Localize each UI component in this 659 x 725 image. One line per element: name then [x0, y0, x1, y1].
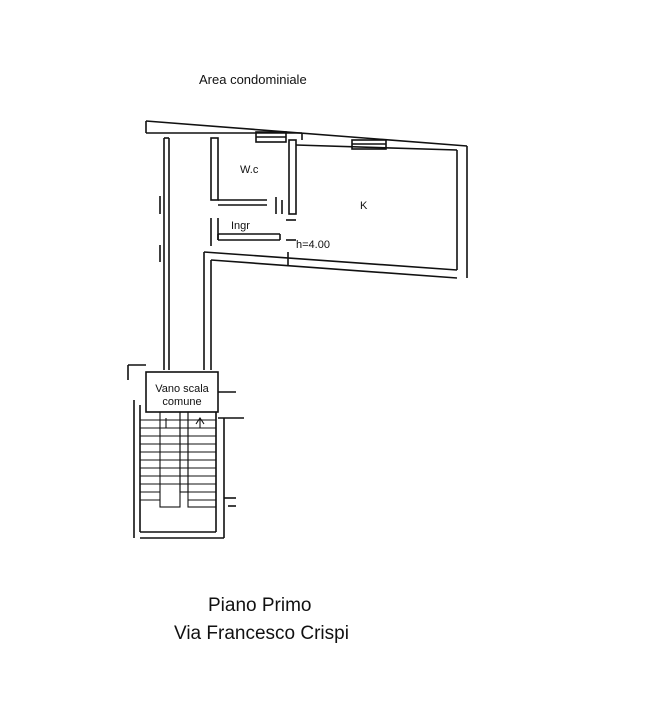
entrance-room-label: Ingr [231, 220, 250, 232]
kitchen-room-label: K [360, 200, 368, 212]
top-windows [255, 131, 387, 150]
area-condominiale-label: Area condominiale [199, 72, 307, 87]
top-perimeter-wall [145, 120, 468, 278]
stair-flights [140, 411, 217, 508]
stairwell-label: Vano scala comune [155, 383, 209, 408]
corridor-left-wall [159, 137, 170, 370]
service-rooms-walls [210, 137, 458, 246]
apartment-bottom-wall [203, 251, 458, 370]
street-caption: Via Francesco Crispi [174, 623, 349, 644]
floor-caption: Piano Primo [208, 595, 312, 616]
wc-room-label: W.c [240, 164, 259, 176]
ceiling-height-label: h=4.00 [296, 239, 330, 251]
